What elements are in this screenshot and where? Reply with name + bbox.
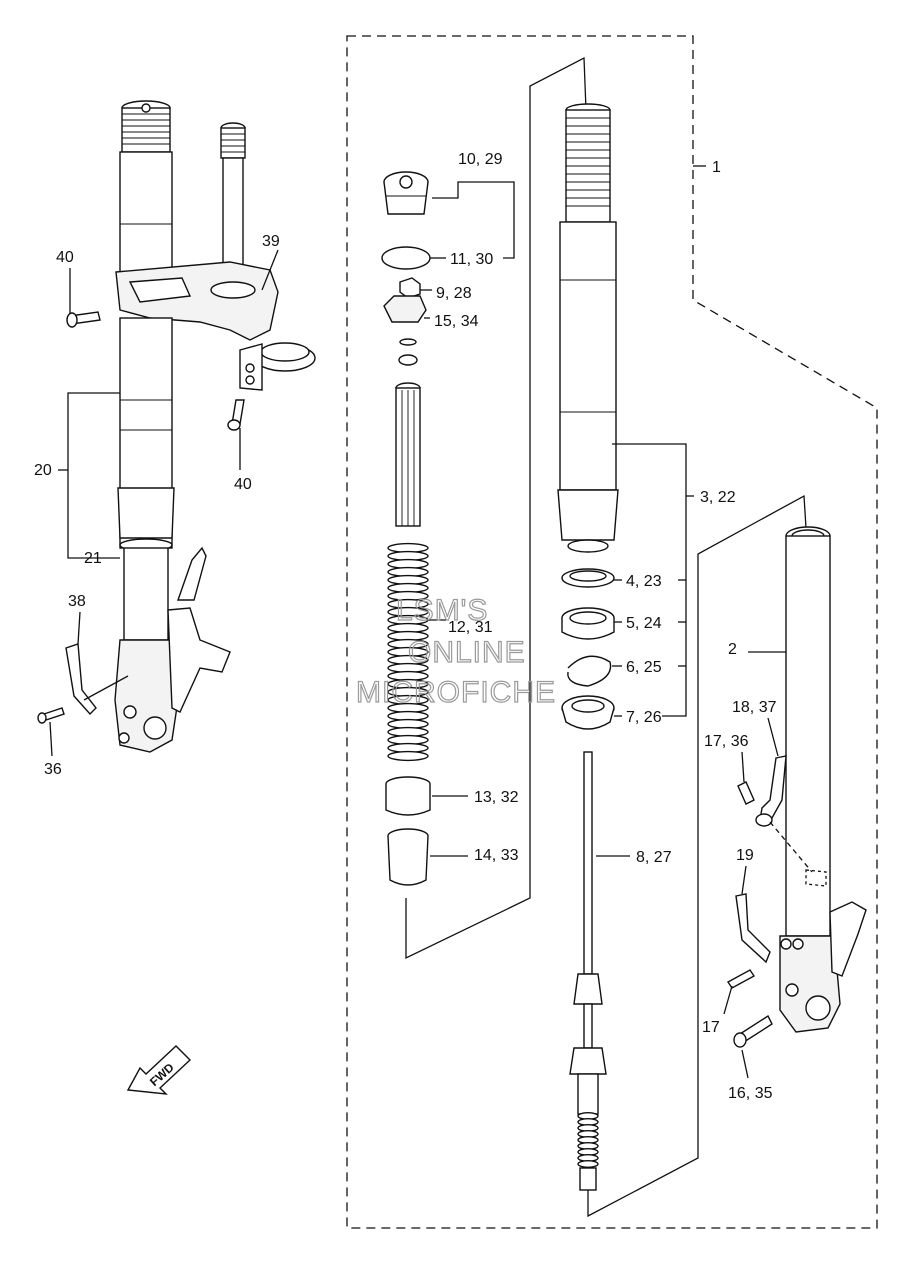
callout-12-31: 12, 31: [448, 619, 493, 636]
inner-tube-part: [779, 526, 867, 1033]
clip-part: [567, 655, 612, 687]
collar-13-part: [385, 776, 431, 816]
callout-36: 36: [44, 761, 62, 778]
callout-11-30: 11, 30: [450, 251, 493, 268]
middle-leaders: [405, 56, 587, 960]
watermark-line-3: MICROFICHE: [356, 676, 556, 709]
o-ring-part: [381, 246, 431, 270]
callout-10-29: 10, 29: [458, 151, 503, 168]
callout-21: 21: [84, 550, 102, 567]
callout-17: 17: [702, 1019, 720, 1036]
nut-part: [399, 277, 421, 299]
center-right-leaders: [587, 165, 807, 1218]
watermark: LSM'S ONLINE MICROFICHE: [355, 593, 556, 709]
callout-13-32: 13, 32: [474, 789, 519, 806]
callout-2: 2: [728, 641, 737, 658]
left-leaders: [49, 249, 279, 757]
washer-part: [561, 695, 615, 730]
damper-rod-part: [569, 751, 607, 1191]
callout-39: 39: [262, 233, 280, 250]
callout-5-24: 5, 24: [626, 615, 662, 632]
callout-40-bottom: 40: [234, 476, 252, 493]
bracket-18-part: [737, 755, 787, 827]
callout-20: 20: [34, 462, 52, 479]
callout-9-28: 9, 28: [436, 285, 472, 302]
bolt-17-part: [726, 969, 756, 989]
assembly-boundary: [346, 35, 878, 1229]
collar-14-part: [387, 828, 429, 886]
watermark-line-1: LSM'S: [396, 594, 488, 627]
fork-spring-part: [387, 542, 429, 762]
callout-7-26: 7, 26: [626, 709, 662, 726]
spring-coil: [577, 1159, 599, 1168]
oil-seal-part: [561, 607, 615, 640]
dust-seal-part: [561, 568, 615, 588]
callout-17-36: 17, 36: [704, 733, 749, 750]
bolt-40-lower: [227, 399, 245, 431]
fwd-arrow: FWD: [126, 1045, 192, 1095]
outer-tube-part: [557, 103, 619, 553]
callout-3-22: 3, 22: [700, 489, 736, 506]
callout-8-27: 8, 27: [636, 849, 672, 866]
bolt-16-part: [733, 1014, 773, 1048]
cap-bolt-part: [383, 171, 429, 215]
bolt-40-left: [66, 311, 101, 328]
callout-15-34: 15, 34: [434, 313, 479, 330]
callout-40-top: 40: [56, 249, 74, 266]
assembled-fork: [37, 100, 316, 753]
collar-part: [383, 295, 427, 323]
callout-14-33: 14, 33: [474, 847, 519, 864]
callout-16-35: 16, 35: [728, 1085, 773, 1102]
callout-19: 19: [736, 847, 754, 864]
spacer-part: [395, 382, 421, 527]
callout-4-23: 4, 23: [626, 573, 662, 590]
watermark-line-2: ONLINE: [408, 636, 526, 669]
callout-38: 38: [68, 593, 86, 610]
spring-coil: [387, 750, 429, 762]
callout-18-37: 18, 37: [732, 699, 777, 716]
right-leaders: [723, 651, 786, 1079]
bracket-19-part: [735, 893, 771, 964]
callout-6-25: 6, 25: [626, 659, 662, 676]
callout-1: 1: [712, 159, 721, 176]
